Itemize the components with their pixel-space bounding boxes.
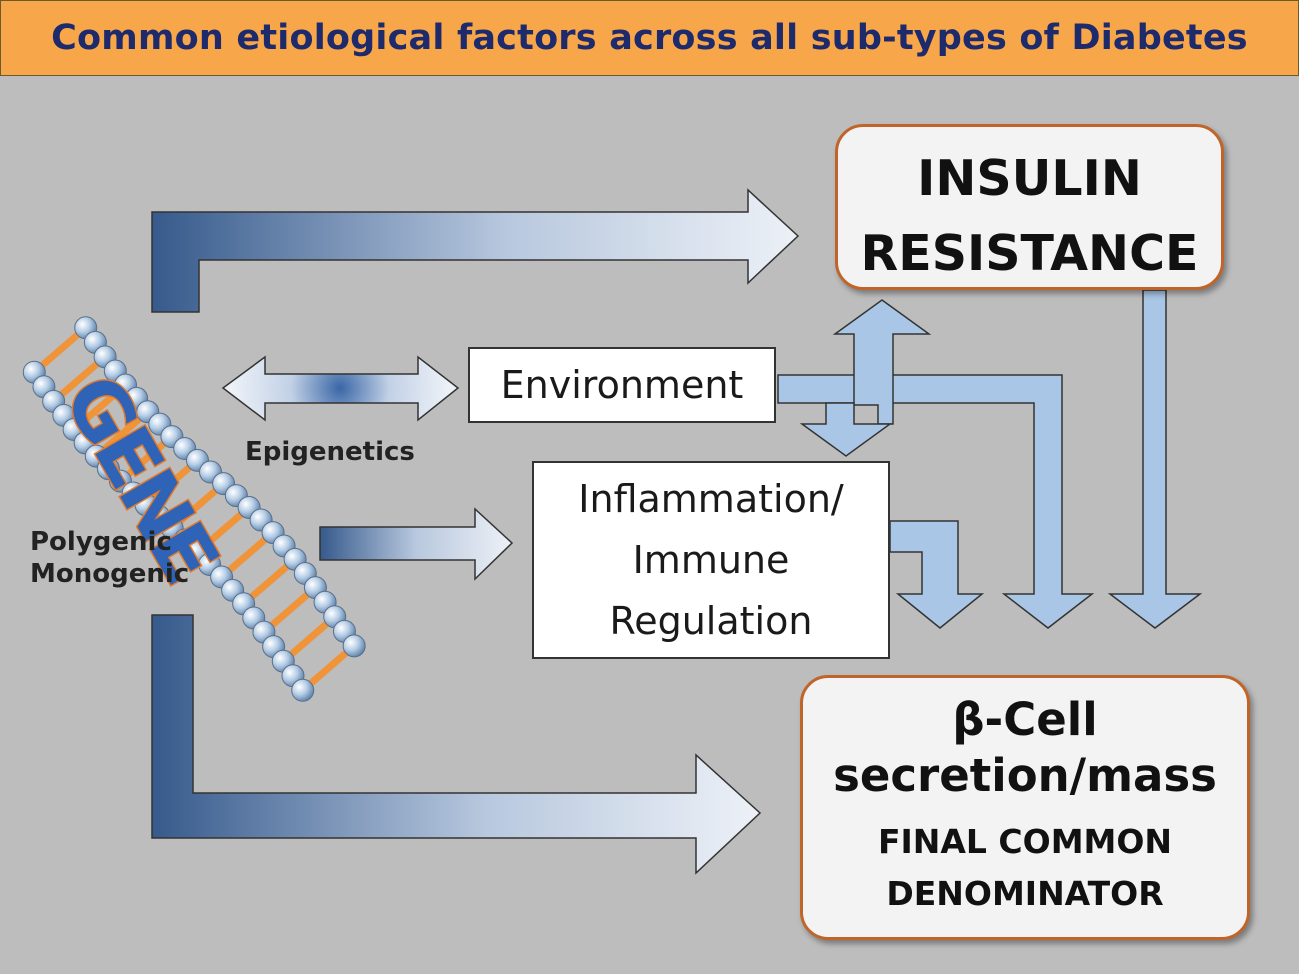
- final-line-2: DENOMINATOR: [886, 874, 1164, 913]
- environment-to-beta-arrow: [777, 374, 1095, 629]
- insulin-to-beta-arrow: [1107, 289, 1203, 629]
- environment-to-inflammation-arrow: [799, 402, 893, 457]
- final-line-1: FINAL COMMON: [877, 822, 1173, 861]
- gene-to-insulin-arrow: [151, 188, 800, 313]
- environment-box: Environment: [468, 347, 776, 423]
- environment-label: Environment: [500, 363, 744, 407]
- insulin-line-1: INSULIN: [917, 150, 1142, 207]
- beta-cell-box: β-Cell secretion/mass FINAL COMMON DENOM…: [800, 675, 1250, 940]
- inflammation-to-beta-arrow: [889, 520, 985, 629]
- insulin-line-2: RESISTANCE: [860, 225, 1199, 282]
- dna-helix-icon: [22, 316, 366, 702]
- monogenic-label: Monogenic: [30, 559, 190, 589]
- inflammation-line-3: Regulation: [609, 598, 813, 643]
- gene-to-inflammation-arrow: [319, 507, 514, 581]
- inflammation-box: Inflammation/ Immune Regulation: [532, 461, 890, 659]
- inflammation-line-1: Inflammation/: [578, 476, 844, 521]
- beta-cell-line-1: β-Cell: [952, 693, 1098, 746]
- gene-to-beta-cell-arrow: [151, 614, 762, 875]
- polygenic-label: Polygenic: [30, 527, 172, 557]
- title-bar: Common etiological factors across all su…: [0, 0, 1299, 76]
- beta-cell-line-2: secretion/mass: [833, 749, 1217, 802]
- epigenetics-label: Epigenetics: [245, 437, 415, 467]
- dna-bead: [342, 634, 366, 658]
- epigenetics-double-arrow: [221, 355, 460, 422]
- insulin-resistance-box: INSULIN RESISTANCE: [835, 124, 1224, 290]
- dna-bead: [291, 678, 315, 702]
- diagram-title: Common etiological factors across all su…: [51, 18, 1248, 58]
- inflammation-line-2: Immune: [632, 537, 790, 582]
